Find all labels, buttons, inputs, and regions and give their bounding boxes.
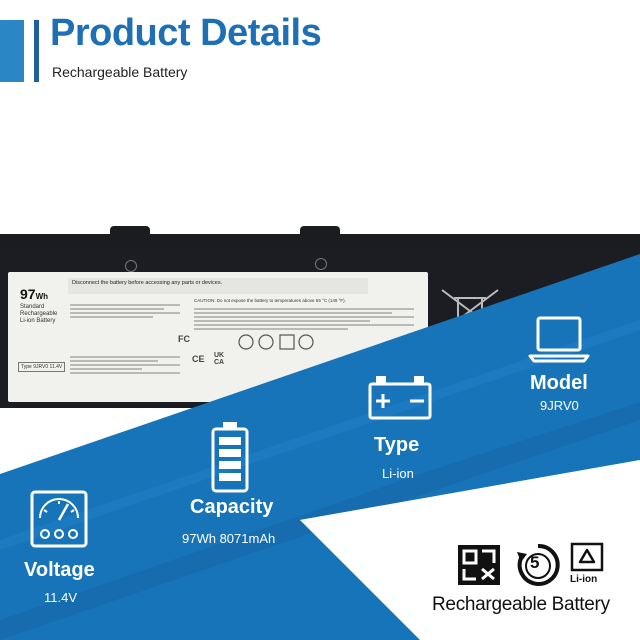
five-year-cycle-icon [517, 543, 560, 586]
voltmeter-icon [30, 490, 88, 548]
label-model-text [70, 354, 180, 376]
label-capacity: 97Wh [20, 286, 49, 302]
battery-mount-tab [300, 226, 340, 250]
ce-mark: CE [192, 354, 205, 364]
label-fine-print [194, 306, 414, 332]
certification-marks-icon [238, 334, 314, 350]
cycle-number: 5 [530, 553, 540, 572]
type-title: Type [374, 434, 420, 456]
laptop-icon [528, 316, 590, 363]
li-ion-label: Li-ion [570, 574, 598, 585]
header-accent-line [34, 20, 39, 82]
voltage-value: 11.4V [44, 590, 78, 605]
screw-hole-icon [315, 258, 327, 270]
capacity-value: 97Wh 8071mAh [182, 531, 276, 546]
fc-mark: FC [178, 334, 190, 344]
capacity-title: Capacity [190, 496, 274, 518]
header-accent-bar [0, 20, 24, 82]
li-ion-recycle-icon [570, 542, 604, 572]
battery-mount-tab [110, 226, 150, 250]
recycle-cells-icon [458, 545, 500, 585]
model-title: Model [530, 372, 588, 394]
model-value: 9JRV0 [540, 398, 579, 413]
screw-hole-icon [125, 260, 137, 272]
battery-level-icon [211, 422, 249, 493]
page-title: Product Details [50, 12, 322, 54]
label-standard-text: Standard Rechargeable Li-ion Battery [20, 304, 58, 324]
certification-caption: Rechargeable Battery [432, 594, 610, 615]
label-warning-box: Disconnect the battery before accessing … [68, 278, 368, 294]
type-value: Li-ion [382, 466, 414, 481]
label-type-text: Type 9JRV0 11.4V [18, 362, 66, 372]
battery-terminals-icon [368, 376, 432, 420]
page-subtitle: Rechargeable Battery [52, 64, 188, 80]
label-fcc-text [70, 302, 180, 320]
label-warning-text: Disconnect the battery before accessing … [72, 280, 223, 286]
label-caution-text: CAUTION: Do not expose the battery to te… [194, 298, 346, 303]
ukca-mark: UK CA [214, 352, 225, 366]
voltage-title: Voltage [24, 559, 95, 581]
